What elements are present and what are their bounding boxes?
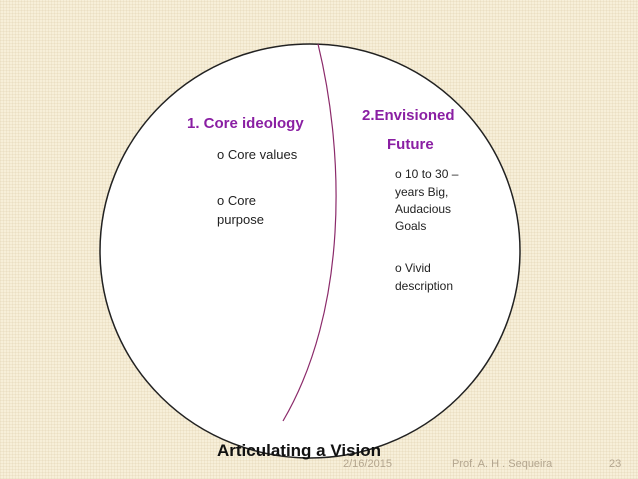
footer-author: Prof. A. H . Sequeira	[452, 458, 553, 470]
big-goals-item-cont-1: years Big,	[395, 185, 449, 199]
vivid-description-item: o Vivid	[395, 261, 431, 275]
core-purpose-item-cont: purpose	[217, 212, 264, 227]
footer-date: 2/16/2015	[343, 458, 392, 470]
core-purpose-item: o Core	[217, 193, 257, 208]
envisioned-future-heading-cont: Future	[387, 136, 434, 153]
vision-circle	[99, 43, 521, 459]
big-goals-item-cont-2: Audacious	[395, 202, 452, 216]
big-goals-item-cont-3: Goals	[395, 219, 427, 233]
envisioned-future-heading: 2.Envisioned	[362, 107, 455, 124]
vivid-description-item-cont: description	[395, 279, 454, 293]
slide-title: Articulating a Vision	[217, 441, 382, 460]
divider-curve	[282, 43, 337, 422]
footer-page-number: 23	[609, 458, 622, 470]
big-goals-item: o 10 to 30 –	[395, 167, 459, 181]
core-ideology-heading: 1. Core ideology	[187, 115, 304, 132]
core-values-item: o Core values	[217, 147, 298, 162]
